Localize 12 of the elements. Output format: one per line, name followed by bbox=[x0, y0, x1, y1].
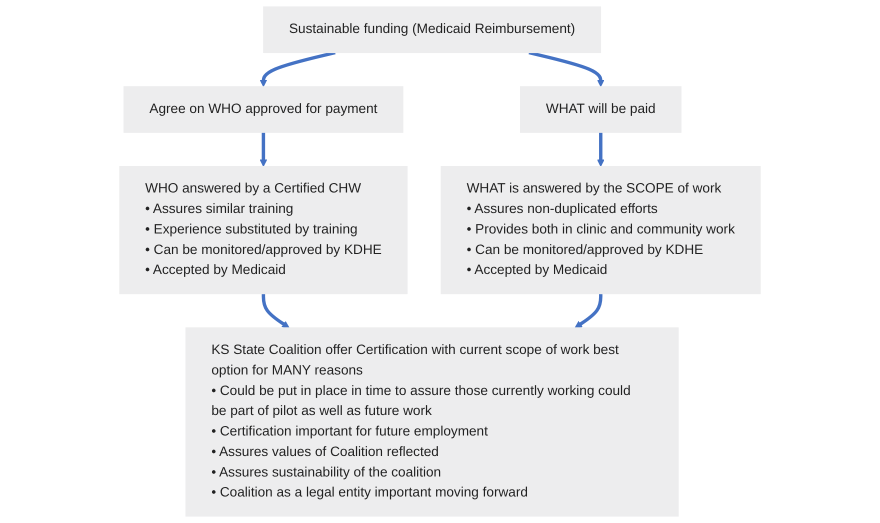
node-box: WHO answered by a Certified CHW • Assures similar training • Experience substituted by training • Can be monitored/approved by KDHE • Accepted by Medicaid bbox=[119, 166, 408, 294]
arrow bbox=[528, 50, 604, 87]
arrow bbox=[262, 294, 290, 328]
node-box: Sustainable funding (Medicaid Reimbursement) bbox=[263, 6, 602, 54]
arrow bbox=[597, 132, 604, 167]
arrow bbox=[574, 294, 602, 328]
node-box: Agree on WHO approved for payment bbox=[124, 86, 404, 133]
node-box: KS State Coalition offer Certification with current scope of work best option for MANY reasons • Could be put in place in time to assure those currently working could be part of pilot as well as future work • Certification important for future employment • Assures values of Coalition reflected • Assures sustainability of the coalition • Coalition as a legal entity important moving forward bbox=[185, 327, 679, 517]
arrow bbox=[260, 132, 268, 167]
node-box: WHAT is answered by the SCOPE of work • Assures non-duplicated efforts • Provides both in clinic and community work • Can be monitored/approved by KDHE • Accepted by Medicaid bbox=[440, 166, 761, 294]
arrow bbox=[260, 50, 336, 87]
node-box: WHAT will be paid bbox=[520, 86, 682, 133]
